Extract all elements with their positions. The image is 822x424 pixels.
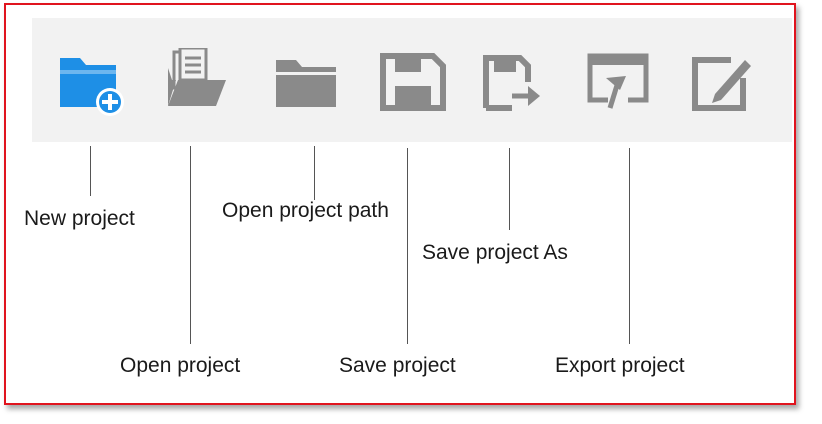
leader-line-open-project: [190, 146, 191, 344]
folder-icon: [276, 60, 336, 107]
export-project-button[interactable]: [582, 48, 654, 118]
leader-line-open-project-path: [314, 146, 315, 200]
label-save-project-as: Save project As: [422, 241, 568, 264]
window-export-icon: [587, 53, 649, 109]
save-project-as-button[interactable]: [478, 48, 550, 118]
leader-line-new-project: [90, 146, 91, 196]
folder-open-document-icon: [168, 48, 226, 106]
save-project-button[interactable]: [377, 48, 449, 118]
open-project-button[interactable]: [160, 48, 232, 118]
floppy-disk-icon: [380, 53, 446, 111]
leader-line-export-project: [629, 148, 630, 344]
leader-line-save-project: [407, 148, 408, 344]
label-save-project: Save project: [339, 354, 456, 377]
label-open-project: Open project: [120, 354, 241, 377]
callout-frame: New project Open project path Save proje…: [4, 3, 796, 405]
folder-plus-icon: [60, 58, 124, 116]
label-new-project: New project: [24, 207, 135, 230]
new-project-button[interactable]: [54, 48, 126, 118]
leader-line-save-project-as: [509, 148, 510, 230]
open-project-path-button[interactable]: [270, 48, 342, 118]
edit-project-button[interactable]: [687, 48, 759, 118]
label-export-project: Export project: [555, 354, 685, 377]
project-toolbar: [32, 18, 792, 142]
edit-pencil-icon: [692, 57, 751, 111]
save-as-arrow-icon: [483, 55, 540, 111]
label-open-project-path: Open project path: [222, 199, 389, 222]
